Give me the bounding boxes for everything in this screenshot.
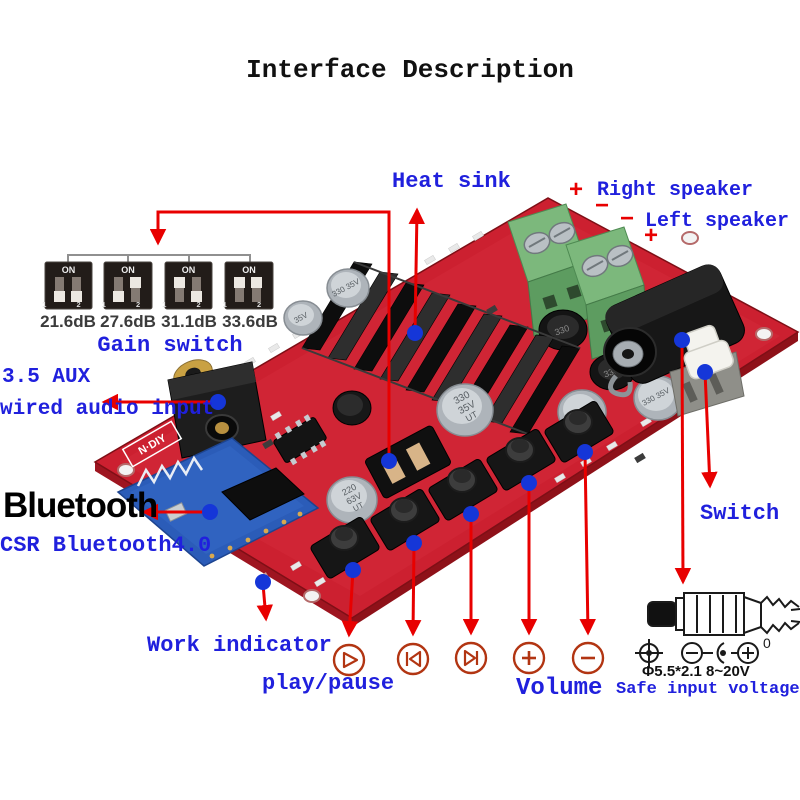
svg-text:ON: ON	[121, 265, 135, 275]
right-speaker-plus: +	[569, 176, 584, 203]
left-speaker-minus: −	[620, 205, 635, 232]
right-speaker-minus: −	[595, 192, 610, 219]
module-pads	[209, 511, 303, 559]
gain-db-21-6: 21.6dB	[40, 312, 96, 331]
svg-text:UT: UT	[352, 500, 366, 513]
gain-switch-diagram: ON 1 2 ON 1 2 ON	[42, 254, 275, 310]
page-title: Interface Description	[246, 55, 574, 85]
marker-dots	[202, 325, 713, 590]
dc-jack-callout-line	[674, 339, 692, 585]
svg-text:ON: ON	[182, 265, 196, 275]
antenna-trace	[136, 455, 204, 487]
previous-callout-line	[404, 542, 422, 637]
bluetooth-module	[116, 437, 320, 567]
dip-block-27-6: ON 1 2	[102, 261, 154, 310]
gain-db-33-6: 33.6dB	[222, 312, 278, 331]
capacitor: 220 63V UT	[326, 476, 378, 524]
gain-db-31-1: 31.1dB	[161, 312, 217, 331]
svg-text:1 2: 1 2	[42, 300, 94, 309]
polarity-symbols: 0	[635, 635, 771, 667]
play-pause-label: play/pause	[262, 671, 395, 696]
work-indicator-label: Work indicator	[147, 633, 332, 658]
tact-button-next	[428, 458, 498, 521]
tact-button-volume-down	[544, 400, 614, 463]
gain-callout-line	[149, 210, 391, 460]
volume-down-callout-line	[579, 451, 597, 636]
previous-track-icon	[396, 642, 430, 676]
svg-text:ON: ON	[242, 265, 256, 275]
dip-block-31-1: ON 1 2	[162, 261, 214, 310]
switch-label: Switch	[700, 501, 780, 526]
capacitor: 330 35V	[326, 268, 370, 308]
tact-button-volume-up	[486, 428, 556, 491]
capacitor: 330 35V	[633, 375, 683, 421]
aux-label-line2: wired audio input	[0, 398, 215, 421]
safe-input-voltage-label: Safe input voltage	[616, 680, 800, 699]
svg-text:ON: ON	[62, 265, 76, 275]
callout-lines	[101, 207, 718, 638]
dc-plug-drawing	[647, 592, 800, 636]
gain-switch-label: Gain switch	[97, 333, 243, 358]
tact-button-play	[310, 516, 380, 579]
volume-up-icon	[512, 641, 546, 675]
capacitor: 330 35V UT	[436, 383, 494, 437]
mounting-holes	[117, 231, 773, 603]
heat-sink-label: Heat sink	[392, 169, 511, 194]
svg-text:1 2: 1 2	[102, 300, 154, 309]
center-pin-symbol	[716, 642, 725, 664]
switch-callout-line	[701, 371, 718, 489]
play-callout-line	[341, 570, 359, 638]
volume-label: Volume	[516, 675, 603, 702]
dip-block-33-6: ON 1 2	[223, 261, 275, 310]
left-speaker-plus: +	[644, 222, 659, 249]
capacitor-black	[332, 390, 372, 426]
play-pause-icon	[332, 643, 366, 677]
zero-label: 0	[763, 635, 771, 651]
aux-label-line1: 3.5 AUX	[2, 366, 91, 389]
bluetooth-label: Bluetooth	[3, 486, 158, 525]
svg-text:330: 330	[553, 323, 571, 338]
svg-text:1 2: 1 2	[162, 300, 214, 309]
svg-text:1 2: 1 2	[223, 300, 275, 309]
gain-db-27-6: 27.6dB	[100, 312, 156, 331]
csr-bluetooth-label: CSR Bluetooth4.0	[0, 533, 212, 558]
heatsink-callout-line	[408, 207, 426, 334]
dip-block-21-6: ON 1 2	[42, 261, 94, 310]
csr-chip	[221, 467, 305, 521]
tact-button-previous	[370, 488, 440, 551]
plug-spec-label: Φ5.5*2.1 8~20V	[642, 663, 750, 680]
capacitor: 35V	[283, 300, 323, 336]
soic-chip	[273, 414, 327, 466]
right-speaker-label: Right speaker	[597, 179, 754, 202]
volume-down-icon	[571, 641, 605, 675]
aux-jack	[167, 359, 267, 459]
left-speaker-label: Left speaker	[645, 210, 790, 233]
next-track-icon	[454, 641, 488, 675]
plus-terminal-symbol	[737, 642, 759, 664]
